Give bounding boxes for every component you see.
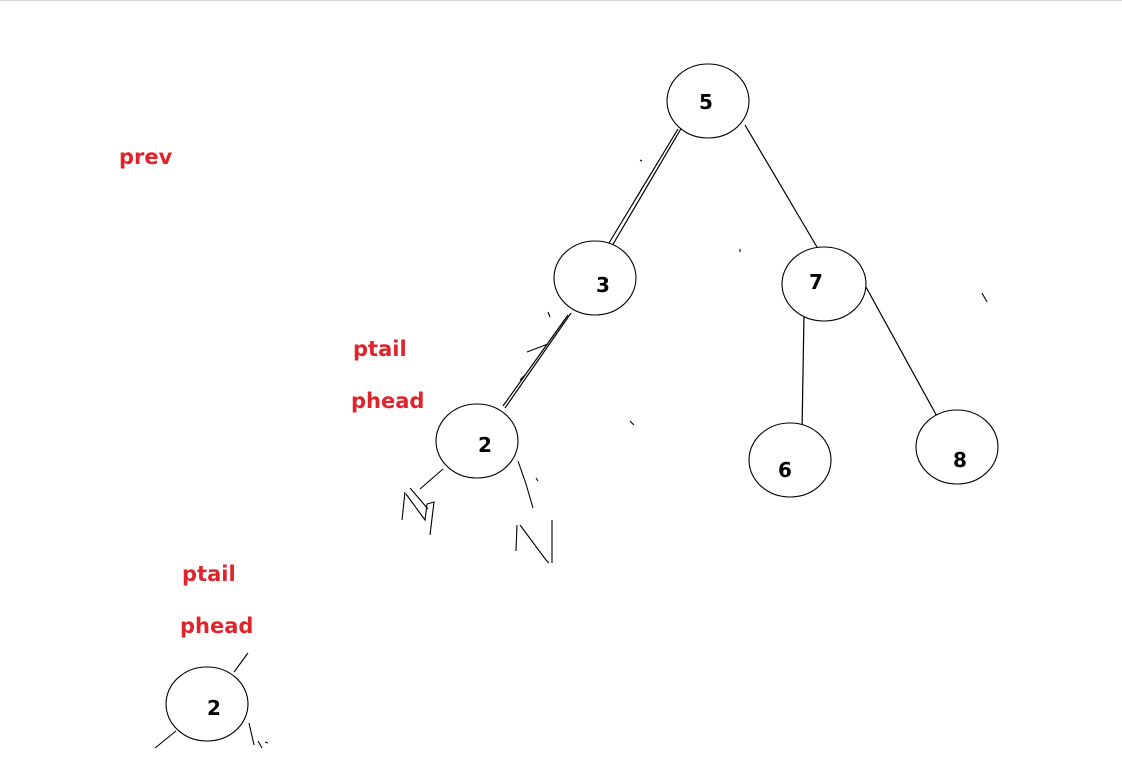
edge-7-6 xyxy=(801,313,805,433)
list-node-marks xyxy=(154,652,269,749)
hand-drawn-scribbles xyxy=(154,159,988,749)
node-circle xyxy=(915,409,999,485)
node-label: 2 xyxy=(478,433,492,457)
ptail-label-list: ptail xyxy=(182,562,236,586)
node-label: 5 xyxy=(699,90,713,114)
tree-node-7: 7 xyxy=(781,246,867,322)
edge-5-3-double xyxy=(608,128,679,244)
phead-label-list: phead xyxy=(180,614,253,638)
edge-3-2-double xyxy=(502,314,569,407)
node-label: 8 xyxy=(953,448,967,472)
edge-7-8 xyxy=(865,286,940,421)
top-border xyxy=(0,0,1122,1)
prev-label: prev xyxy=(119,145,173,169)
tree-node-8: 8 xyxy=(915,409,999,485)
tree-node-6: 6 xyxy=(748,422,832,498)
tree-edges xyxy=(502,124,940,433)
list-node-2: 2 xyxy=(165,666,249,742)
tree-node-5: 5 xyxy=(666,63,750,139)
phead-label-tree: phead xyxy=(351,389,424,413)
tree-node-2: 2 xyxy=(435,403,519,479)
node-circle xyxy=(748,422,832,498)
node-label: 6 xyxy=(778,458,792,482)
edge-5-3 xyxy=(611,126,683,247)
node-label: 2 xyxy=(207,696,221,720)
tree-node-3: 3 xyxy=(553,240,637,316)
null-mark-right xyxy=(515,460,553,564)
stroke-mark xyxy=(519,159,988,426)
node-circle xyxy=(781,246,867,322)
ptail-label-tree: ptail xyxy=(353,337,407,361)
node-label: 7 xyxy=(809,270,823,294)
node-circle xyxy=(165,666,249,742)
node-circle xyxy=(435,403,519,479)
edge-5-7 xyxy=(744,124,818,248)
node-circle xyxy=(666,63,750,139)
null-mark-left xyxy=(401,468,444,536)
pointer-labels: prev ptail phead ptail phead xyxy=(119,145,424,638)
edge-3-2 xyxy=(504,312,572,409)
node-circle xyxy=(553,240,637,316)
tree-nodes: 5 3 7 2 6 8 xyxy=(435,63,999,498)
node-label: 3 xyxy=(596,273,610,297)
